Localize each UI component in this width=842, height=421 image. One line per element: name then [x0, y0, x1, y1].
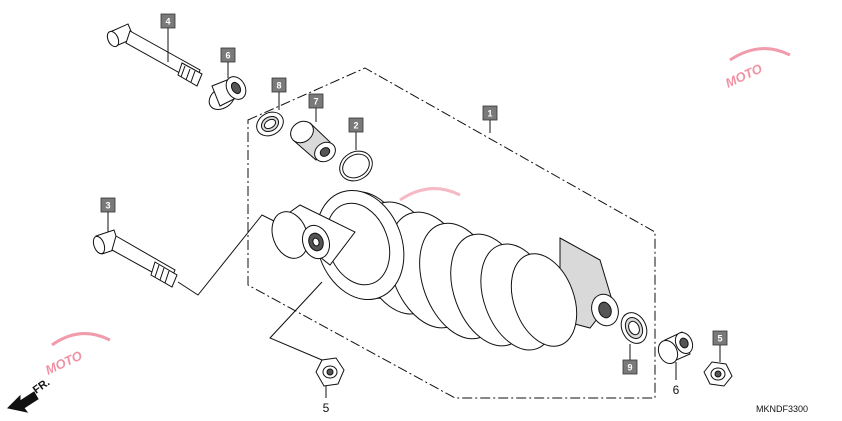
watermark-logo-top-right: MOTO [723, 47, 791, 91]
watermark-logo-center [399, 187, 461, 202]
svg-text:3: 3 [105, 201, 110, 211]
shock-absorber-1 [271, 189, 619, 351]
svg-text:9: 9 [627, 363, 632, 373]
collar-6-top [208, 76, 247, 110]
callout-7: 7 [308, 93, 324, 109]
nut-5-right [703, 361, 733, 387]
callout-4: 4 [160, 13, 176, 29]
collar-6-right [657, 331, 694, 365]
watermark-text: MOTO [43, 348, 84, 378]
svg-text:5: 5 [717, 334, 722, 344]
watermark-logo-bottom-left: MOTO [43, 332, 111, 378]
front-direction-arrow-icon: FR. [6, 376, 52, 413]
diagram-code: MKNDF3300 [756, 404, 808, 414]
callout-8: 8 [271, 77, 287, 93]
nut-5-left [315, 357, 345, 387]
label-6-right: 6 [673, 383, 680, 397]
nut-5-leader [269, 281, 323, 361]
svg-text:1: 1 [487, 109, 492, 119]
svg-text:8: 8 [276, 81, 281, 91]
svg-text:2: 2 [353, 121, 358, 131]
assembly-outline [247, 67, 656, 399]
callout-6-top: 6 [220, 47, 236, 63]
callout-2: 2 [348, 117, 364, 133]
label-5-left: 5 [323, 401, 330, 415]
svg-text:4: 4 [165, 17, 170, 27]
watermark-text: MOTO [723, 61, 764, 91]
circlip-2 [339, 150, 373, 182]
svg-text:6: 6 [225, 51, 230, 61]
dust-seal-9 [620, 312, 648, 344]
bolt-3 [92, 229, 178, 288]
dust-seal-8 [256, 111, 284, 137]
bushing-7 [290, 120, 336, 163]
callout-1: 1 [482, 105, 498, 121]
bolt-3-leader [177, 214, 277, 296]
bolt-4 [106, 23, 203, 87]
callout-5-right: 5 [712, 330, 728, 346]
callout-3: 3 [100, 197, 116, 213]
svg-text:7: 7 [313, 97, 318, 107]
callout-9: 9 [622, 359, 638, 375]
